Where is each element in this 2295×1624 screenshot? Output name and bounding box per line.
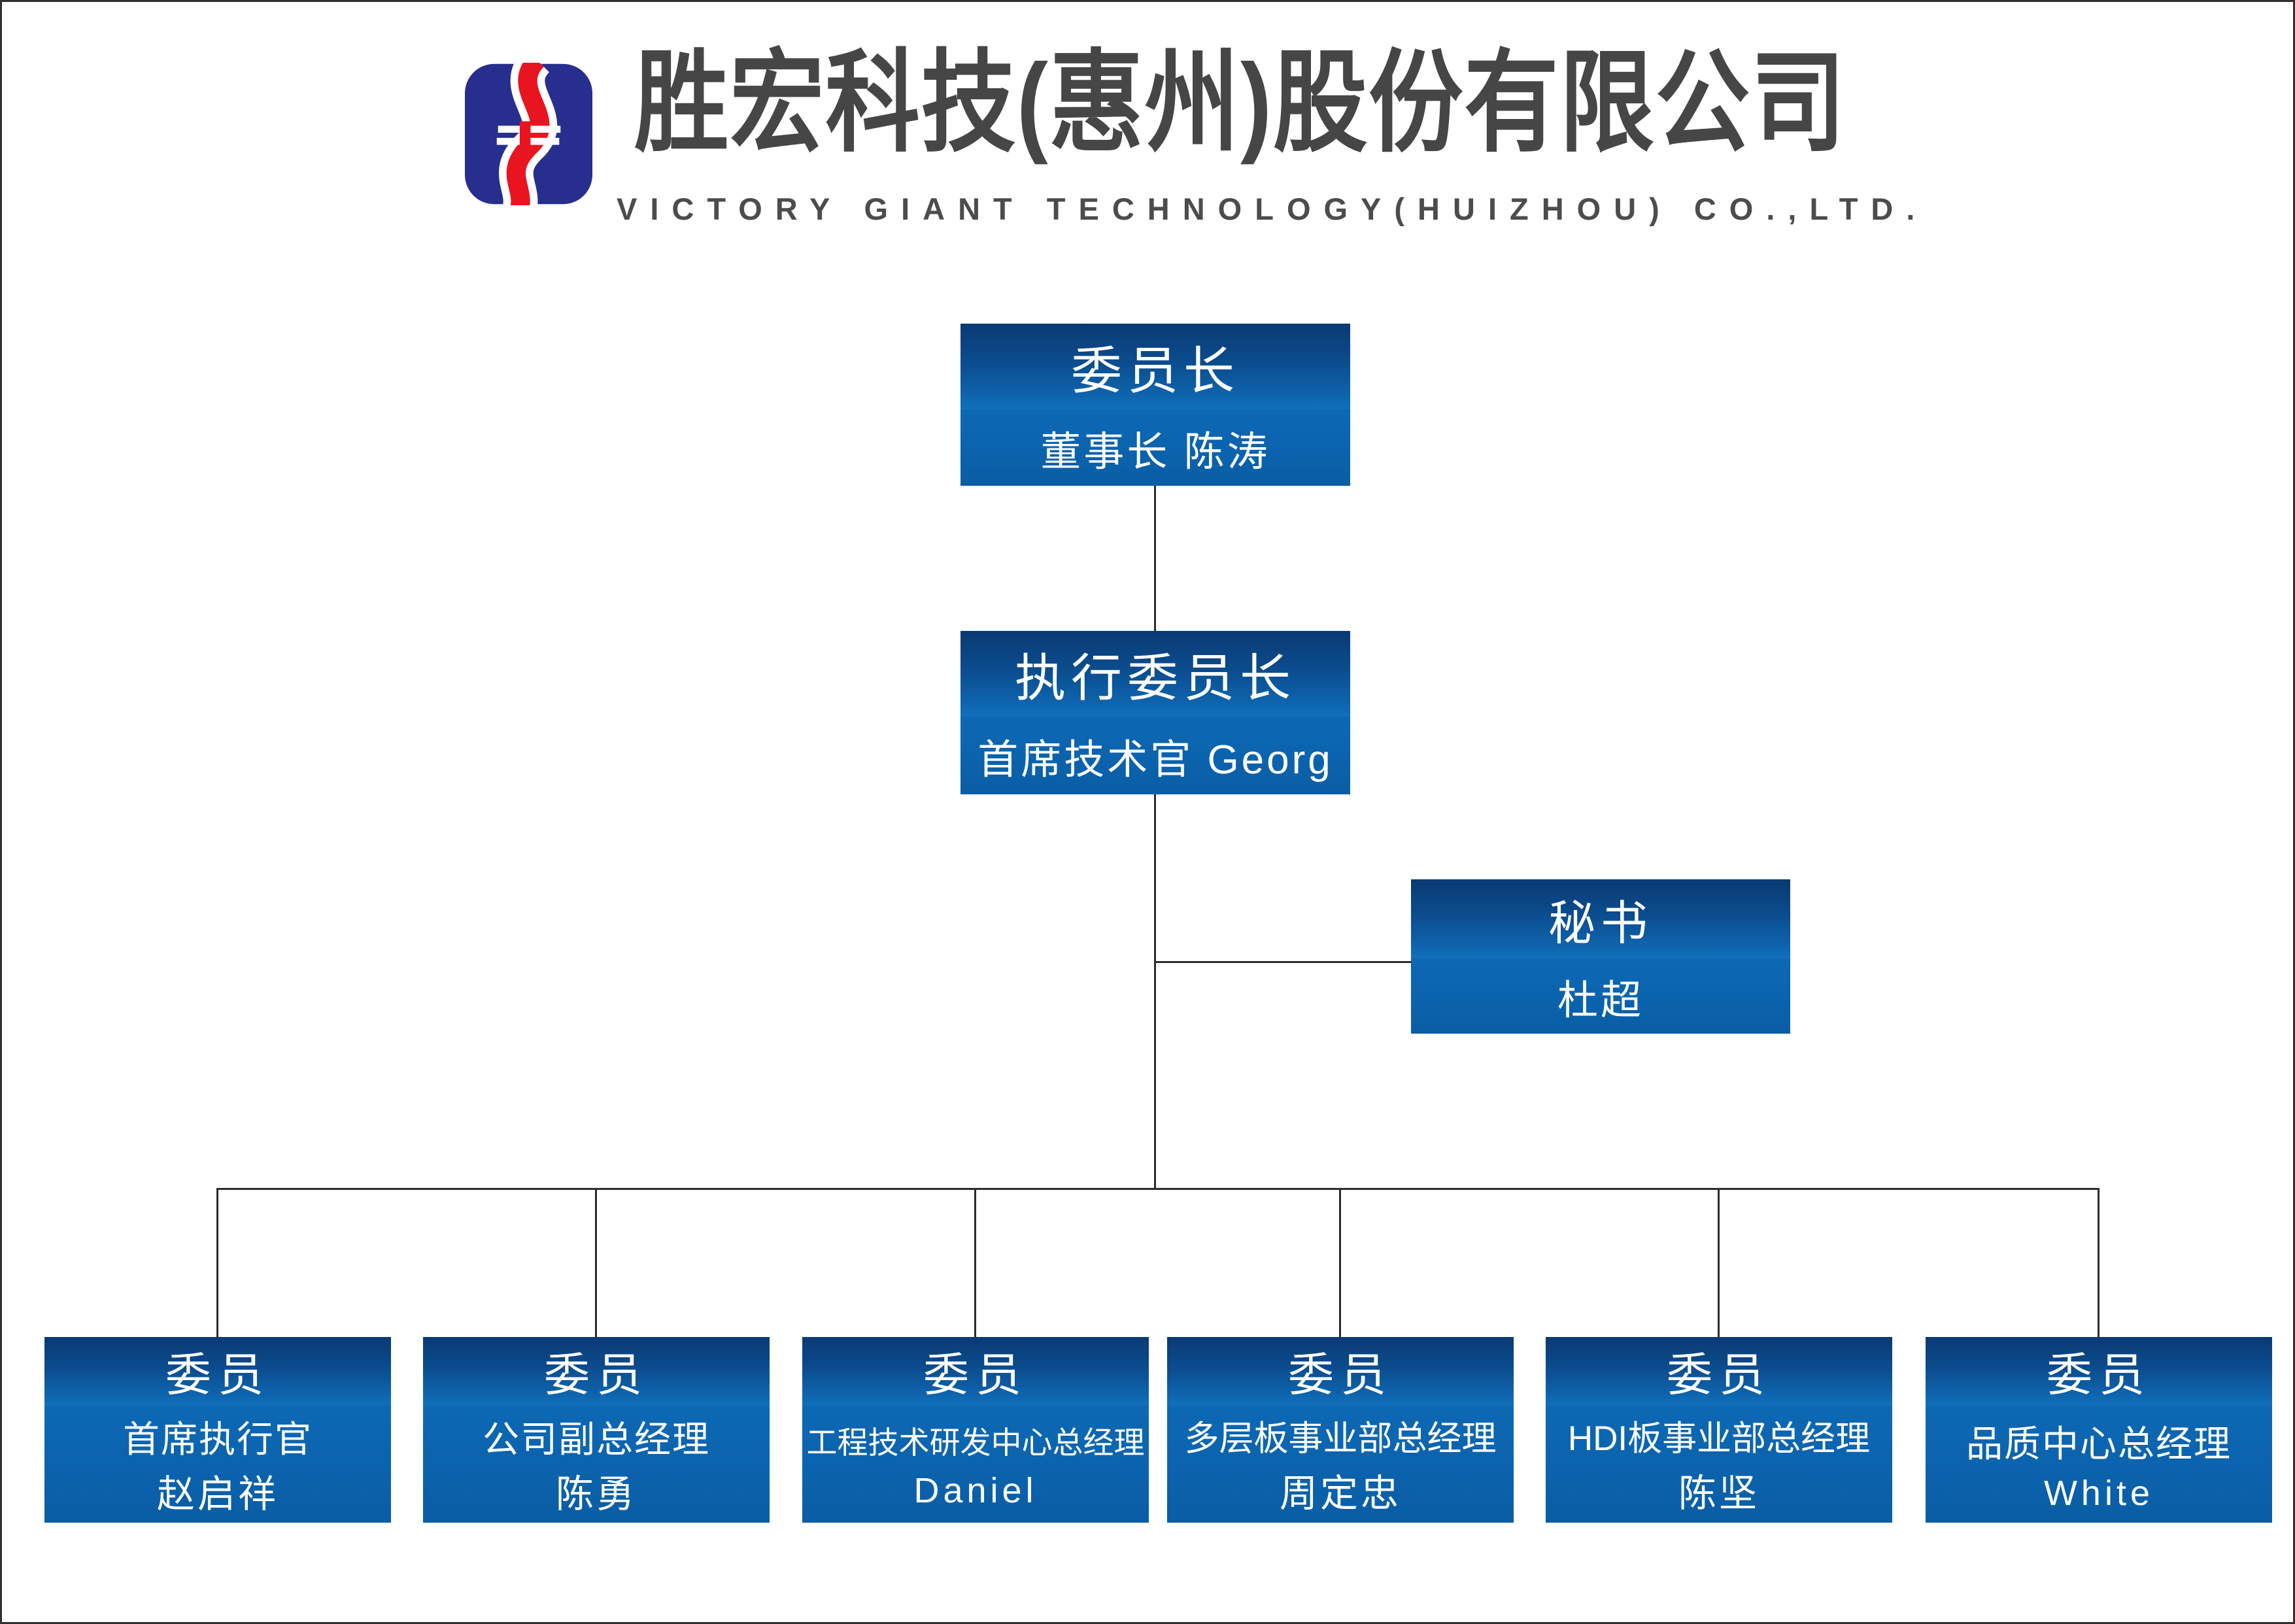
member-role: 工程技术研发中心总经理 bbox=[806, 1425, 1145, 1460]
member-role: 首席执行官 bbox=[123, 1418, 313, 1460]
member-role: 公司副总经理 bbox=[483, 1418, 710, 1460]
member-name: Daniel bbox=[913, 1471, 1038, 1510]
member-title: 委员 bbox=[423, 1337, 770, 1406]
member-role: 品质中心总经理 bbox=[1966, 1423, 2232, 1464]
connector-drop-4 bbox=[1339, 1188, 1341, 1338]
member-title: 委员 bbox=[44, 1337, 391, 1406]
secretary-name: 杜超 bbox=[1411, 958, 1790, 1034]
company-name-en: VICTORY GIANT TECHNOLOGY(HUIZHOU) CO.,LT… bbox=[617, 192, 1928, 226]
company-name-zh: 胜宏科技(惠州)股份有限公司 bbox=[634, 41, 1847, 165]
member-name: 周定忠 bbox=[1279, 1472, 1401, 1515]
chairman-name: 董事长 陈涛 bbox=[960, 409, 1350, 486]
member-name: 陈勇 bbox=[555, 1473, 637, 1516]
connector-chairman-exec bbox=[1154, 484, 1156, 632]
chairman-title: 委员长 bbox=[960, 324, 1350, 409]
exec-chairman-name: 首席技术官 Georg bbox=[960, 717, 1350, 794]
member-role: HDI板事业部总经理 bbox=[1567, 1419, 1871, 1459]
member-name: 赵启祥 bbox=[156, 1473, 279, 1516]
member-title: 委员 bbox=[802, 1337, 1149, 1406]
company-logo-icon bbox=[465, 48, 592, 212]
node-member-4: 委员 多层板事业部总经理 周定忠 bbox=[1167, 1337, 1514, 1523]
secretary-title: 秘书 bbox=[1411, 879, 1790, 958]
connector-members-bus bbox=[217, 1188, 2100, 1190]
member-name: White bbox=[2043, 1474, 2154, 1513]
exec-chairman-title: 执行委员长 bbox=[960, 631, 1350, 717]
connector-trunk bbox=[1154, 794, 1156, 1190]
node-secretary: 秘书 杜超 bbox=[1411, 879, 1790, 1034]
connector-drop-3 bbox=[974, 1188, 976, 1338]
member-name: 陈坚 bbox=[1678, 1472, 1760, 1515]
connector-drop-5 bbox=[1718, 1188, 1720, 1338]
node-exec-chairman: 执行委员长 首席技术官 Georg bbox=[960, 631, 1350, 794]
node-member-2: 委员 公司副总经理 陈勇 bbox=[423, 1337, 770, 1523]
member-title: 委员 bbox=[1546, 1337, 1892, 1406]
node-member-1: 委员 首席执行官 赵启祥 bbox=[44, 1337, 391, 1523]
connector-secretary-branch bbox=[1154, 961, 1412, 963]
member-title: 委员 bbox=[1167, 1337, 1514, 1406]
node-member-3: 委员 工程技术研发中心总经理 Daniel bbox=[802, 1337, 1149, 1523]
logo-svg bbox=[465, 48, 592, 212]
node-member-5: 委员 HDI板事业部总经理 陈坚 bbox=[1546, 1337, 1892, 1523]
connector-drop-6 bbox=[2098, 1188, 2100, 1338]
connector-drop-2 bbox=[595, 1188, 597, 1338]
node-member-6: 委员 品质中心总经理 White bbox=[1926, 1337, 2272, 1523]
connector-drop-1 bbox=[216, 1188, 218, 1338]
node-chairman: 委员长 董事长 陈涛 bbox=[960, 324, 1350, 486]
member-title: 委员 bbox=[1926, 1337, 2272, 1406]
member-role: 多层板事业部总经理 bbox=[1184, 1419, 1497, 1459]
